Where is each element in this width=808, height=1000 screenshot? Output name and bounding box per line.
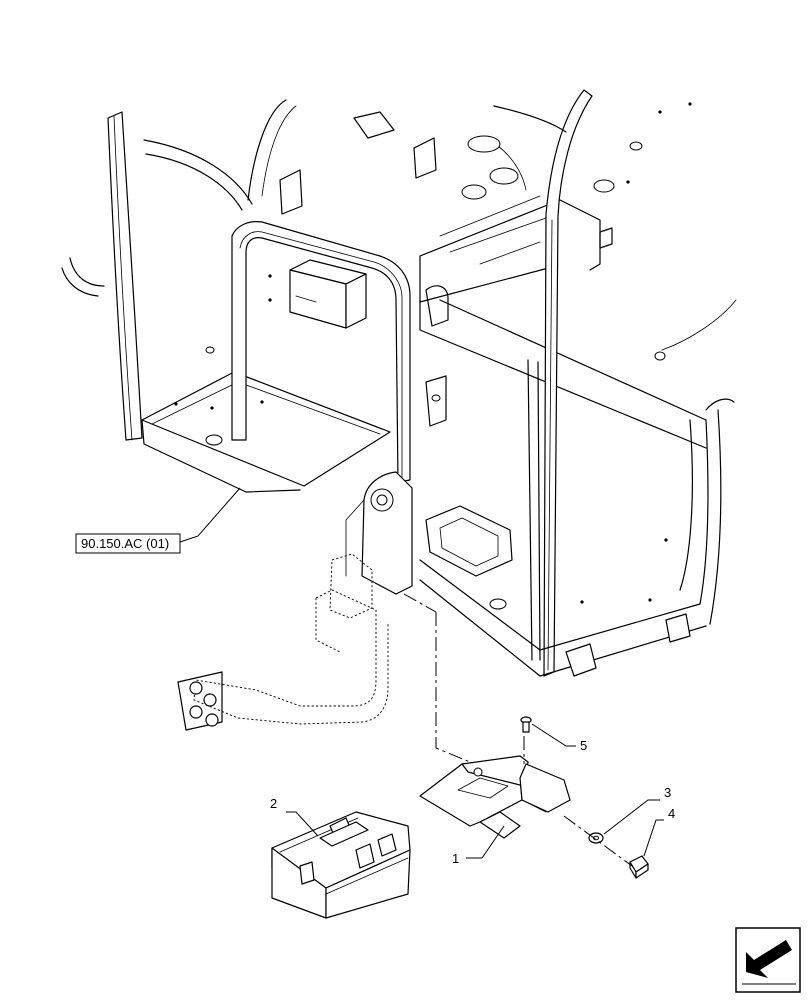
part-1-mounting-bracket xyxy=(419,755,571,839)
part-5-screw xyxy=(520,716,532,733)
assembly-center-lines xyxy=(403,593,633,867)
reference-label: 90.150.AC (01) xyxy=(81,536,169,551)
callout-4: 4 xyxy=(668,806,675,821)
part-4-bolt xyxy=(629,855,649,879)
callout-1: 1 xyxy=(452,851,459,866)
reference-box xyxy=(75,533,181,554)
part-2-toolbox xyxy=(271,811,411,919)
arrow-down-left-icon[interactable] xyxy=(735,927,801,993)
callout-5: 5 xyxy=(580,738,587,753)
cab-frame xyxy=(61,89,737,731)
callout-leaders xyxy=(179,487,664,859)
reference-link-90-150-ac-01[interactable]: 90.150.AC (01) xyxy=(75,533,181,554)
callout-2: 2 xyxy=(270,796,277,811)
part-3-washer xyxy=(588,832,604,844)
callout-3: 3 xyxy=(664,785,671,800)
